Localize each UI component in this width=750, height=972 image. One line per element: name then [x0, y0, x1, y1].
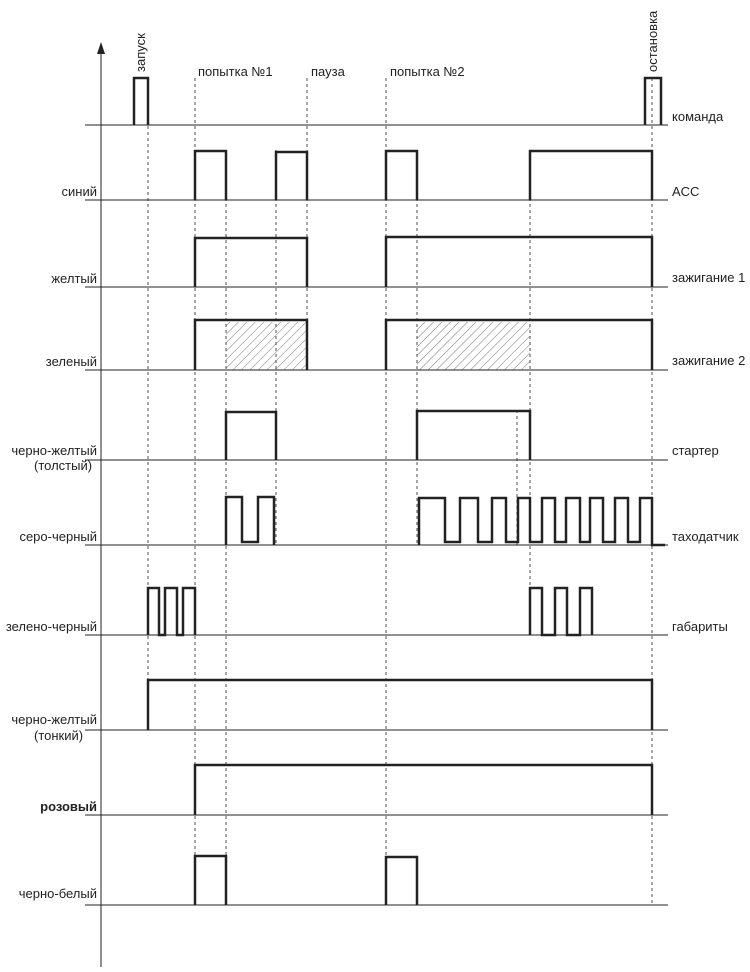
right-labels: команда ACC зажигание 1 зажигание 2 стар…: [672, 109, 745, 634]
function-label-parking-lights: габариты: [672, 619, 728, 634]
wire-label-black-white: черно-белый: [19, 886, 97, 901]
wire-label-black-yellow-thick: черно-желтый: [11, 443, 97, 458]
wire-label-gray-black: серо-черный: [19, 529, 97, 544]
function-label-ignition2: зажигание 2: [672, 353, 745, 368]
ign2-hatch-attempt1: [226, 322, 307, 370]
signal-ignition2: [193, 318, 654, 370]
signal-ignition1: [193, 235, 654, 287]
wire-label-green: зеленый: [46, 354, 97, 369]
event-label-attempt1: попытка №1: [198, 64, 273, 79]
signal-pink: [193, 763, 654, 815]
wire-label-pink: розовый: [40, 799, 97, 814]
function-label-tacho: таходатчик: [672, 529, 739, 544]
function-label-starter: стартер: [672, 443, 719, 458]
wire-label-black-yellow-thick-note: (толстый): [34, 458, 92, 473]
left-labels: синий желтый зеленый черно-желтый (толст…: [6, 184, 97, 901]
event-label-stop: остановка: [645, 10, 660, 72]
event-guides: [147, 78, 653, 905]
function-label-acc: ACC: [672, 184, 699, 199]
wire-label-yellow: желтый: [51, 271, 97, 286]
signal-acc: [193, 149, 654, 200]
wire-label-black-yellow-thin-note: (тонкий): [34, 728, 83, 743]
signal-parking-lights: [146, 586, 594, 637]
axis-arrow-icon: [97, 42, 105, 54]
signal-black-white: [193, 854, 419, 905]
signal-starter: [224, 409, 532, 460]
signal-black-yellow-thin: [146, 678, 654, 730]
wire-label-green-black: зелено-черный: [6, 619, 97, 634]
signal-tacho: [224, 495, 665, 547]
event-label-attempt2: попытка №2: [390, 64, 465, 79]
ign2-hatch-attempt2: [417, 322, 530, 370]
wire-label-black-yellow-thin: черно-желтый: [11, 712, 97, 727]
event-label-start: запуск: [133, 33, 148, 72]
function-label-ignition1: зажигание 1: [672, 270, 745, 285]
wire-label-blue: синий: [62, 184, 97, 199]
function-label-command: команда: [672, 109, 724, 124]
signal-command: [132, 76, 663, 125]
event-label-pause: пауза: [311, 64, 346, 79]
